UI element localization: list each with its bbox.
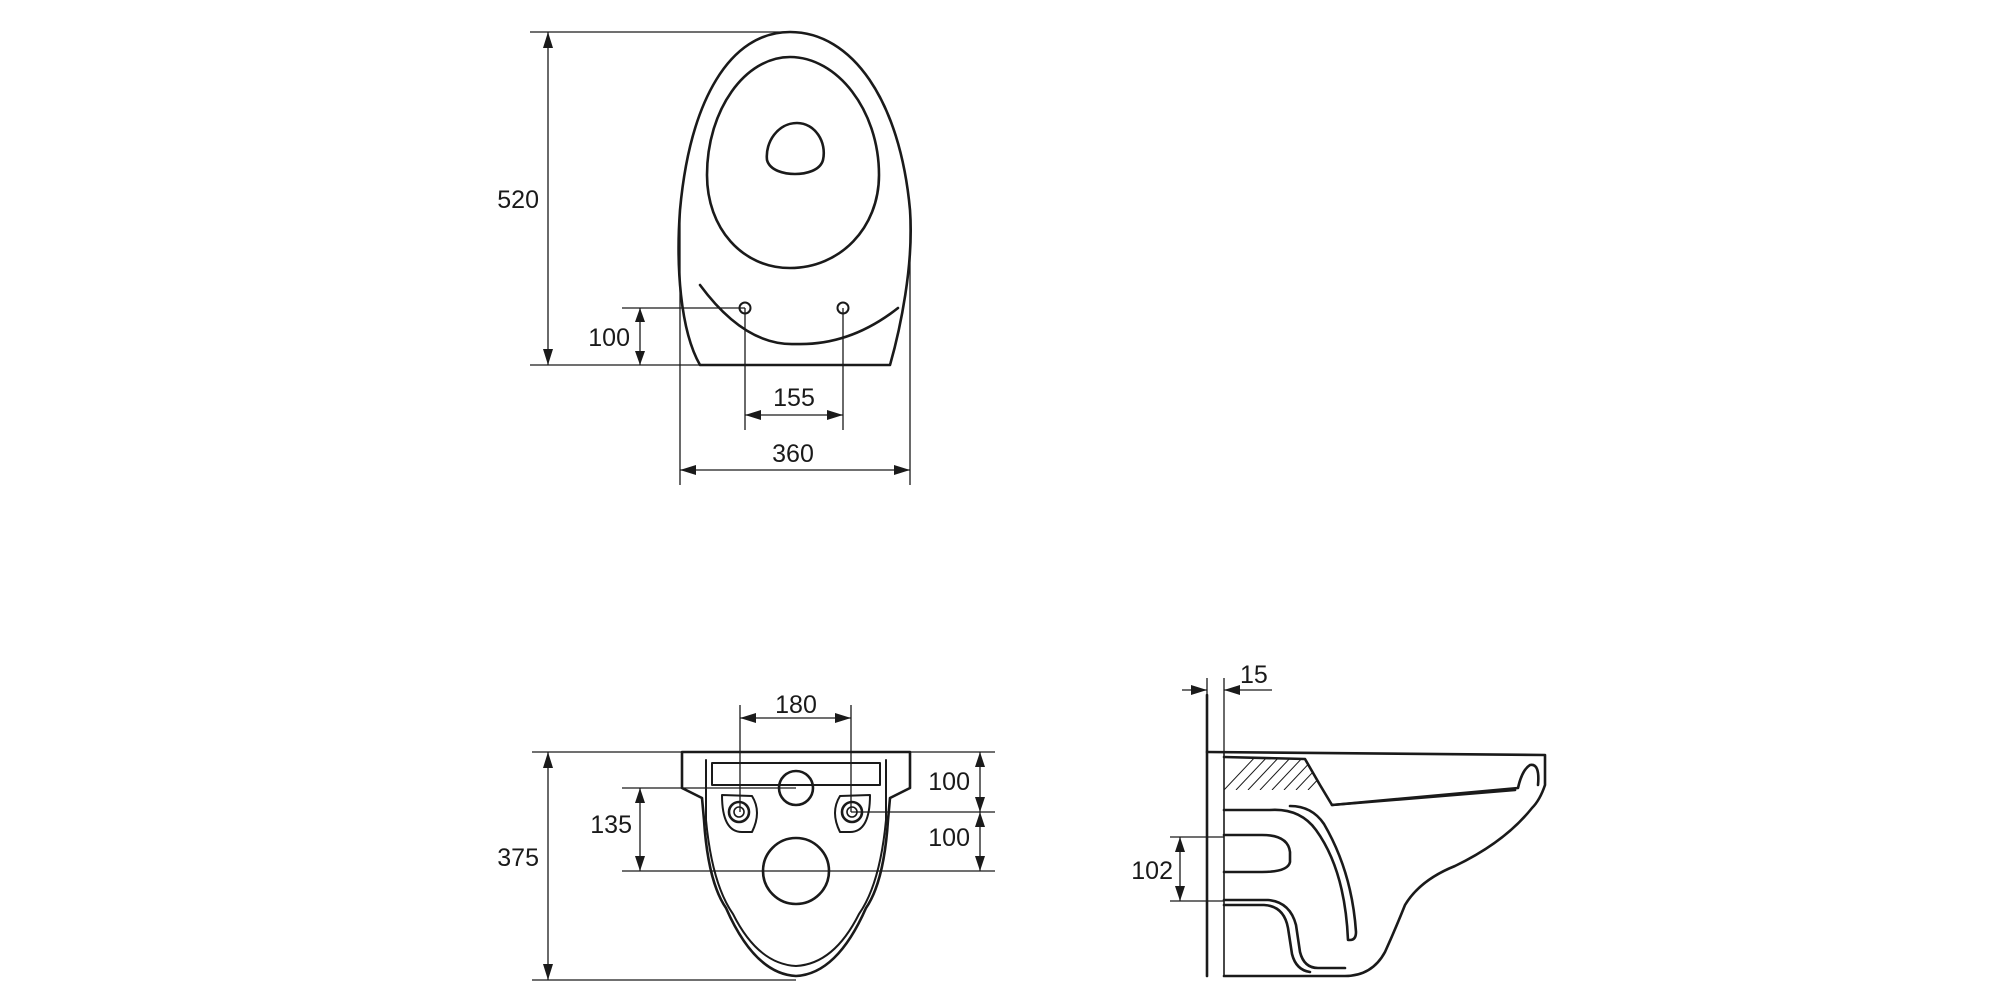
dim-180-label: 180	[775, 691, 817, 719]
dim-360-label: 360	[772, 440, 814, 468]
dim-180: 180	[740, 691, 851, 723]
dim-135: 135	[590, 788, 645, 871]
side-view-outlet-channel	[1222, 898, 1347, 970]
dim-155: 155	[745, 384, 843, 420]
dim-360: 360	[680, 440, 910, 475]
rear-view-right-slot	[834, 794, 871, 833]
top-view-back-curve	[698, 283, 900, 346]
side-view-rim	[1222, 755, 1540, 807]
side-view: 15 102	[1131, 661, 1547, 978]
dim-100-rear-upper: 100	[928, 752, 985, 812]
side-view-trap-upper	[1222, 804, 1358, 942]
rear-view-fixing-hole-left-inner	[733, 806, 745, 818]
dim-375-label: 375	[497, 844, 539, 872]
dim-15-label: 15	[1240, 661, 1268, 689]
rear-view-back-plate	[711, 762, 881, 786]
dim-100-rear-lower-label: 100	[928, 824, 970, 852]
dim-100-rear-upper-label: 100	[928, 768, 970, 796]
side-view-trap-lower	[1222, 833, 1292, 874]
dim-520: 520	[497, 32, 553, 365]
rear-view-inner-wall	[705, 759, 887, 967]
side-view-outlet-wall	[1222, 903, 1312, 974]
rear-view: 180 375 135 100 100	[497, 691, 995, 981]
top-view-bowl-rim	[705, 55, 881, 270]
dim-100-top: 100	[588, 308, 645, 365]
dim-102: 102	[1131, 837, 1185, 901]
side-view-section-hatch	[1224, 757, 1320, 790]
top-view-flush-hole	[765, 121, 826, 176]
rear-view-fixing-hole-left	[727, 800, 751, 824]
top-view: 520 100 155 360	[497, 30, 912, 485]
side-view-bowl-interior	[1330, 788, 1517, 807]
dim-375: 375	[497, 752, 553, 980]
dim-520-label: 520	[497, 186, 539, 214]
dim-135-label: 135	[590, 811, 632, 839]
dim-100-rear-lower: 100	[928, 812, 985, 871]
rear-view-left-slot	[721, 794, 758, 833]
side-view-outer-shell	[1205, 750, 1547, 978]
dim-155-label: 155	[773, 384, 815, 412]
dim-100-top-label: 100	[588, 324, 630, 352]
rear-view-outline	[680, 750, 912, 978]
dim-15: 15	[1182, 661, 1272, 695]
dim-102-label: 102	[1131, 857, 1173, 885]
